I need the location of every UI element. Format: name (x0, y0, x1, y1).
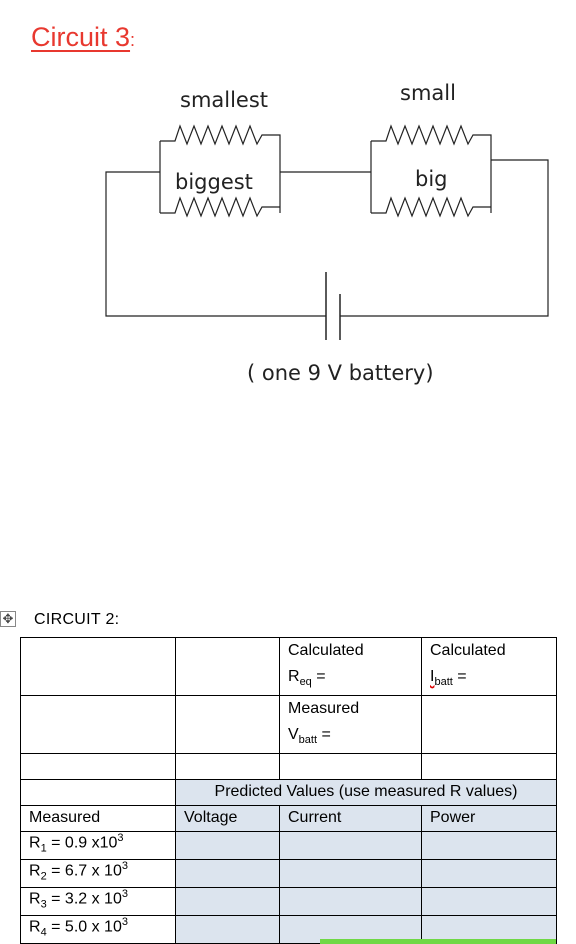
circuit2-heading: CIRCUIT 2: (34, 611, 120, 628)
voltage-cell[interactable] (175, 887, 280, 917)
resistor-value-r4: R4 = 5.0 x 103 (20, 915, 176, 944)
table-row (20, 753, 557, 781)
table-move-handle-icon[interactable]: ✥ (0, 611, 16, 627)
vbatt-formula: Vbatt = (288, 726, 331, 747)
table-cell[interactable] (175, 695, 280, 755)
resistor-value-r2: R2 = 6.7 x 103 (20, 859, 176, 889)
resistor-biggest (160, 196, 280, 218)
circuit3-title: Circuit 3: (31, 22, 135, 53)
voltage-cell[interactable] (175, 915, 280, 944)
table-row: R2 = 6.7 x 103 (20, 859, 557, 889)
current-cell[interactable] (279, 831, 422, 861)
current-cell[interactable] (279, 887, 422, 917)
table-row: Predicted Values (use measured R values) (20, 779, 557, 807)
table-row: R3 = 3.2 x 103 (20, 887, 557, 917)
ibatt-cell[interactable]: Calculated Ibatt = (421, 636, 557, 697)
table-row: Measured Vbatt = (20, 695, 557, 755)
resistor-big (371, 196, 491, 218)
circuit3-title-colon: : (130, 30, 136, 50)
label-biggest: biggest (175, 170, 253, 194)
ibatt-formula: Ibatt = (430, 668, 467, 689)
col-measured-header: Measured (20, 805, 176, 833)
table-cell[interactable] (20, 779, 176, 807)
table-cell[interactable] (20, 636, 176, 697)
power-cell[interactable] (421, 831, 557, 861)
calc-req-label: Calculated (288, 642, 364, 659)
req-cell[interactable]: Calculated Req = (279, 636, 422, 697)
calc-ibatt-label: Calculated (430, 642, 506, 659)
table-cell[interactable] (421, 753, 557, 781)
table-cell[interactable] (20, 695, 176, 755)
table-row: Measured Voltage Current Power (20, 805, 557, 833)
table-cell[interactable] (421, 695, 557, 755)
col-voltage-header: Voltage (175, 805, 280, 833)
current-cell[interactable] (279, 859, 422, 889)
predicted-header: Predicted Values (use measured R values) (175, 779, 557, 807)
table-row: Calculated Req = Calculated Ibatt = (20, 636, 557, 697)
resistor-smallest (160, 124, 281, 213)
circuit2-table: Calculated Req = Calculated Ibatt = Meas… (20, 636, 557, 944)
battery-caption: ( one 9 V battery) (247, 361, 434, 385)
voltage-cell[interactable] (175, 859, 280, 889)
table-cell[interactable] (20, 753, 176, 781)
col-power-header: Power (421, 805, 557, 833)
label-small: small (400, 81, 456, 105)
table-cell[interactable] (175, 636, 280, 697)
label-big: big (415, 167, 448, 191)
req-formula: Req = (288, 668, 326, 689)
label-smallest: smallest (180, 88, 268, 112)
resistor-small (371, 124, 492, 213)
resistor-value-r3: R3 = 3.2 x 103 (20, 887, 176, 917)
table-cell[interactable] (279, 753, 422, 781)
meas-vbatt-label: Measured (288, 700, 360, 718)
table-row: R1 = 0.9 x103 (20, 831, 557, 861)
circuit3-title-text: Circuit 3 (31, 22, 131, 52)
voltage-cell[interactable] (175, 831, 280, 861)
green-highlight-bar (320, 939, 556, 944)
resistor-value-r1: R1 = 0.9 x103 (20, 831, 176, 861)
vbatt-cell[interactable]: Measured Vbatt = (279, 695, 422, 755)
table-cell[interactable] (175, 753, 280, 781)
circuit3-diagram: smallest biggest small big ( one 9 V bat… (105, 81, 549, 385)
col-current-header: Current (279, 805, 422, 833)
power-cell[interactable] (421, 859, 557, 889)
power-cell[interactable] (421, 887, 557, 917)
